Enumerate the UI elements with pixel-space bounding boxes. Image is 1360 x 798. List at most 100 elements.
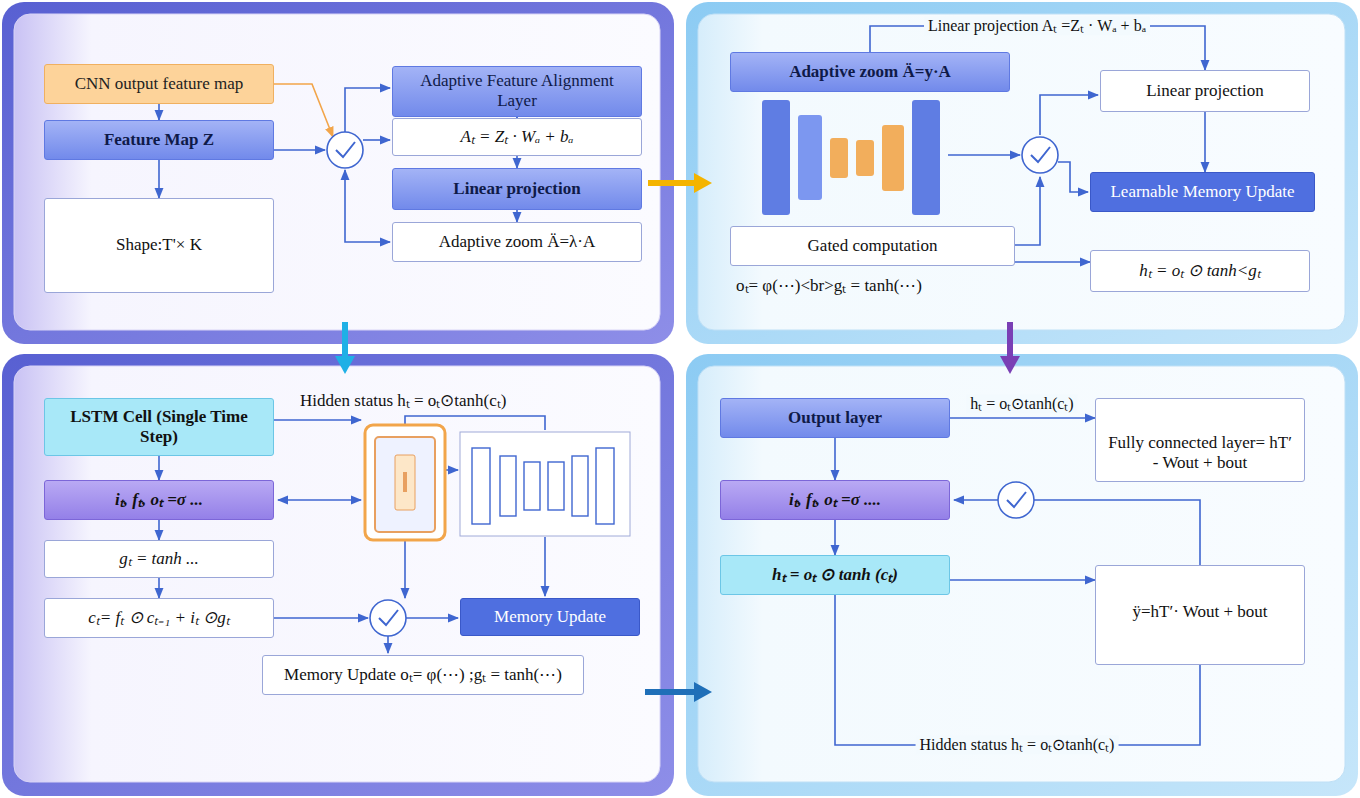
connector [516,156,518,168]
encoder-decoder-illustration [830,138,848,178]
wire [1040,95,1098,135]
encoder-decoder-illustration [798,115,822,200]
layer-stack-icon [572,456,588,516]
node-text: iₜ, fₜ, oₜ =σ .... [789,490,881,510]
wire [274,149,325,151]
process-box: Feature Map Z [44,120,274,160]
node-text: Linear projection [453,179,580,199]
gate-box: iₜ, fₜ, oₜ =σ .... [720,480,950,520]
output-formula-box: ÿ=hT′· Wout + bout [1095,565,1305,665]
gate-box: iₜ, fₜ, oₜ =σ ... [44,480,274,520]
connector [158,578,160,598]
panel [686,354,1358,796]
wire [345,88,390,132]
flow-arrow [1000,356,1020,374]
layer-stack-icon [472,448,614,524]
panel [686,2,1358,344]
check-circle [379,610,398,625]
connector [1015,261,1090,263]
connector [516,210,518,222]
wire [274,84,1200,653]
node-text: gₜ = tanh ... [119,549,199,569]
formula-box: Adaptive zoom Ä=λ·A [392,222,642,262]
encoder-decoder-illustration [882,125,904,191]
layer-stack-icon [460,432,630,536]
flow-arrow [1007,322,1013,358]
process-box: Memory Update [460,598,640,636]
process-box: Adaptive zoom Ä=y·A [730,52,1010,92]
wire [278,499,361,501]
node-text: CNN output feature map [75,74,244,94]
layer-stack-icon [524,462,540,510]
check-circle [1022,137,1058,173]
layer-stack-icon [596,448,614,524]
formula-box: gₜ = tanh ... [44,540,274,578]
node-text: Adaptive zoom Ä=λ·A [439,232,596,252]
wire [404,540,406,598]
formula-box: Aₜ = Zₜ · Wₐ + bₐ [392,118,642,156]
shape-box: Shape:T'× K [44,198,274,293]
check-circle [327,132,363,168]
formula-box: Memory Update oₜ= φ(⋯) ;gₜ = tanh(⋯) [262,655,584,695]
connector-label: Linear projection Aₜ =Zₜ · Wₐ + bₐ [924,16,1150,35]
node-text: Shape:T'× K [116,235,202,255]
panel [698,14,1345,330]
connector [158,160,160,198]
wire [445,469,458,471]
wire [363,139,390,141]
flow-arrow [335,173,1020,702]
connector-label: Hidden status hₜ = oₜ⊙tanh(cₜ) [916,735,1119,754]
check-circle [998,482,1034,518]
formula-box: cₜ= fₜ ⊙ cₜ₋₁ + iₜ ⊙gₜ [44,598,274,638]
flow-arrow [694,173,712,193]
wire [345,170,390,242]
node-text: Fully connected layer= hT′ - Wout + bout [1106,433,1294,474]
panel [698,366,1345,782]
node-text: Output layer [788,408,882,428]
connector [1204,112,1206,172]
node-text: Adaptive Feature Alignment Layer [403,71,631,112]
node-text: Learnable Memory Update [1110,182,1294,202]
connector [834,520,836,555]
node-text: iₜ, fₜ, oₜ =σ ... [115,490,203,510]
node-text: Feature Map Z [104,130,214,150]
wire [1015,177,1040,245]
connector [158,456,160,480]
node-text: Gated computation [808,236,938,256]
flow-arrow [694,682,712,702]
flow-arrow [335,356,355,374]
connector [834,438,836,480]
layer-stack-icon [548,462,564,510]
wire [1034,500,1200,565]
connector [950,417,1095,419]
formula-box: hₜ = oₜ ⊙ tanh (cₜ) [720,555,950,595]
panel [14,14,660,330]
layer-stack-icon [460,432,630,536]
panel [2,354,674,796]
connector-label: hₜ = oₜ⊙tanh(cₜ) [966,394,1077,413]
encoder-decoder-illustration [912,100,940,215]
gate-icon [403,472,407,492]
gate-icon [365,425,445,540]
check-circle [370,600,406,636]
wire [1058,162,1088,192]
flow-arrow [342,322,348,358]
wire [948,154,1020,156]
node-text: Aₜ = Zₜ · Wₐ + bₐ [460,127,573,147]
annotation-text: Hidden status hₜ = oₜ⊙tanh(cₜ) [300,391,507,411]
layer-stack-icon [472,448,490,524]
encoder-decoder-illustration [762,100,790,215]
connector [158,104,160,120]
node-text: Linear projection [1146,81,1264,101]
cell-box: LSTM Cell (Single Time Step) [44,398,274,456]
node-text: Memory Update [494,607,606,627]
flow-arrow [645,689,696,695]
dense-layer-box: Fully connected layer= hT′ - Wout + bout [1095,398,1305,482]
panel [14,366,660,782]
wire [274,419,361,421]
node-text: ÿ=hT′· Wout + bout [1132,602,1267,622]
layer-stack-icon [500,456,516,516]
wire [954,499,998,501]
